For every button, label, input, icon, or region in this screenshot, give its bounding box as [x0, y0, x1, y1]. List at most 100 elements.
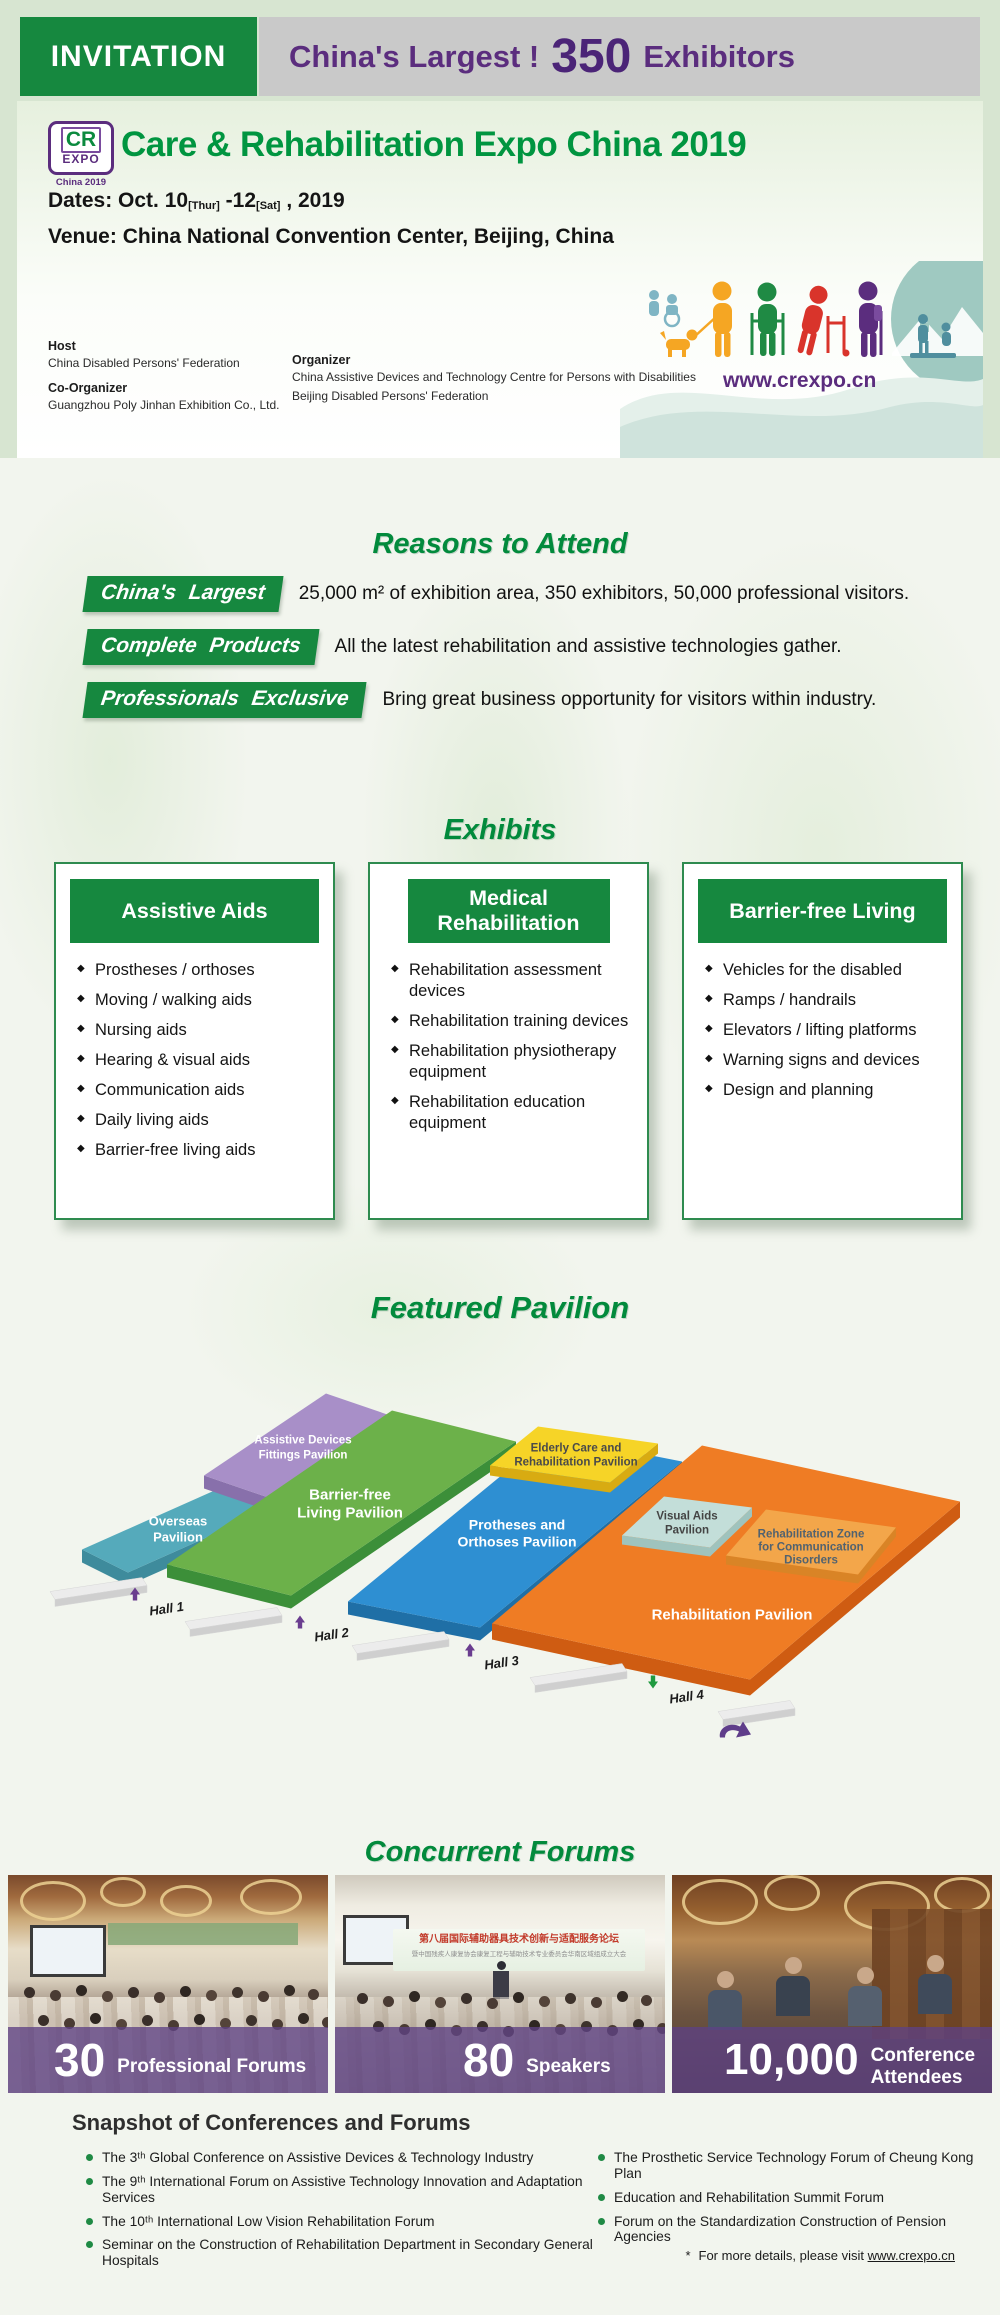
wheelchair-child-icon	[649, 290, 681, 328]
elderly-care-label: Rehabilitation Pavilion	[514, 1457, 637, 1469]
forum-photo-3: 10,000 Conference Attendees	[672, 1875, 992, 2093]
card-title: Barrier-free Living	[698, 879, 947, 943]
list-item: Barrier-free living aids	[77, 1140, 323, 1161]
communication-zone-label: for Communication	[758, 1542, 863, 1554]
rehabilitation-label: Rehabilitation Pavilion	[652, 1607, 813, 1624]
date-start: Oct. 10	[118, 189, 189, 212]
hero-panel: CR EXPO China 2019 Care & Rehabilitation…	[17, 101, 983, 458]
snapshot-item: Education and Rehabilitation Summit Foru…	[598, 2190, 990, 2206]
banner-subtitle: 暨中国残疾人康复协会康复工程与辅助技术专业委员会华南区域组成立大会	[411, 1951, 627, 1958]
chandelier-icon	[682, 1879, 758, 1925]
treadmill-figures-icon	[910, 314, 956, 358]
pavilion-heading: Featured Pavilion	[370, 1290, 630, 1325]
protheses-label: Protheses and	[469, 1517, 565, 1533]
elderly-care-box	[490, 1426, 658, 1483]
chandelier-icon	[934, 1877, 990, 1913]
elderly-care-box-side	[490, 1443, 658, 1493]
exit-curved-arrow	[719, 1721, 751, 1738]
list-item: Design and planning	[705, 1080, 951, 1101]
accessibility-illustration	[620, 261, 983, 458]
host-value: China Disabled Persons' Federation	[48, 356, 240, 370]
banner-suffix: Exhibitors	[643, 38, 795, 74]
person-orange-icon	[712, 281, 732, 357]
reason-text: Bring great business opportunity for vis…	[382, 689, 877, 710]
communication-zone-label: Rehabilitation Zone	[758, 1529, 865, 1541]
forum-photos-row: 30 Professional Forums 第八届国际辅助器具技术创新与适配服…	[8, 1875, 992, 2093]
date-end: -12	[219, 189, 257, 212]
stat-label: Conference Attendees	[870, 2045, 976, 2088]
chandelier-icon	[764, 1875, 820, 1911]
organizer-label: Organizer	[292, 353, 351, 367]
audience-heads	[38, 2015, 49, 2026]
audience-heads	[24, 1987, 35, 1998]
podium	[493, 1971, 509, 1999]
communication-zone-box-side	[726, 1527, 896, 1584]
stat-label: Professional Forums	[117, 2056, 307, 2077]
stat-overlay: 80 Speakers	[335, 2027, 665, 2093]
snapshot-item: The 10ᵗʰ International Low Vision Rehabi…	[86, 2214, 606, 2230]
banner-prefix: China's Largest !	[289, 38, 540, 74]
hall-2-label: Hall 2	[313, 1625, 350, 1645]
person-green-icon	[750, 282, 785, 356]
forum-photo-2: 第八届国际辅助器具技术创新与适配服务论坛 暨中国残疾人康复协会康复工程与辅助技术…	[335, 1875, 665, 2093]
banner-title: 第八届国际辅助器具技术创新与适配服务论坛	[419, 1934, 619, 1945]
projection-screen	[30, 1925, 106, 1977]
invitation-badge: INVITATION	[20, 17, 257, 96]
list-item: Moving / walking aids	[77, 990, 323, 1011]
list-item: Daily living aids	[77, 1110, 323, 1131]
hall-3-label: Hall 3	[483, 1653, 520, 1673]
attendee-figure	[708, 1971, 742, 2030]
card-list: Prostheses / orthoses Moving / walking a…	[77, 960, 323, 1161]
hall-1-label: Hall 1	[148, 1599, 184, 1619]
reason-badge: Complete Products	[82, 629, 320, 665]
stat-label: Speakers	[526, 2056, 611, 2077]
person-red-walker-icon	[797, 285, 850, 357]
worldmap-blob	[180, 1180, 600, 1440]
wave-front	[620, 401, 983, 458]
barrier-free-label: Barrier-free	[309, 1487, 391, 1504]
venue-line: Venue: China National Convention Center,…	[48, 225, 614, 248]
date-end-day: [Sat]	[256, 200, 281, 212]
barrier-free-pavilion	[167, 1410, 516, 1596]
reasons-heading: Reasons to Attend	[372, 528, 628, 560]
visual-aids-label: Visual Aids	[656, 1511, 717, 1523]
logo-expo-text: EXPO	[62, 152, 100, 167]
organizer-value-1: China Assistive Devices and Technology C…	[292, 370, 696, 384]
pavilion-floor-map: Assistive Devices Fittings Pavilion Over…	[49, 1393, 960, 1738]
communication-zone-box	[726, 1509, 896, 1575]
co-organizer-value: Guangzhou Poly Jinhan Exhibition Co., Lt…	[48, 398, 280, 412]
snapshot-item: The 3ᵗʰ Global Conference on Assistive D…	[86, 2150, 606, 2166]
footnote-website-link[interactable]: www.crexpo.cn	[867, 2248, 955, 2263]
dates-line: Dates: Oct. 10[Thur] -12[Sat] , 2019	[48, 189, 345, 213]
list-item: Elevators / lifting platforms	[705, 1020, 951, 1041]
forum-banner: 第八届国际辅助器具技术创新与适配服务论坛 暨中国残疾人康复协会康复工程与辅助技术…	[393, 1929, 645, 1971]
overseas-label: Overseas	[149, 1514, 208, 1529]
dog-leash	[693, 316, 717, 338]
snapshot-left-column: The 3ᵗʰ Global Conference on Assistive D…	[86, 2150, 606, 2277]
protheses-label: Orthoses Pavilion	[457, 1534, 576, 1550]
list-item: Ramps / handrails	[705, 990, 951, 1011]
hall-entrance-steps	[49, 1577, 796, 1727]
communication-zone-label: Disorders	[784, 1555, 838, 1567]
snapshot-item: The Prosthetic Service Technology Forum …	[598, 2150, 990, 2182]
barrier-free-label: Living Pavilion	[297, 1505, 403, 1522]
visual-aids-box	[622, 1496, 752, 1548]
list-item: Communication aids	[77, 1080, 323, 1101]
reason-row: China's Largest 25,000 m² of exhibition …	[82, 574, 910, 614]
reason-text: 25,000 m² of exhibition area, 350 exhibi…	[298, 583, 910, 604]
list-item: Warning signs and devices	[705, 1050, 951, 1071]
list-item: Vehicles for the disabled	[705, 960, 951, 981]
attendee-figure	[848, 1967, 882, 2026]
person-purple-icon	[858, 281, 883, 357]
card-list: Rehabilitation assessment devices Rehabi…	[391, 960, 637, 1134]
reason-badge: China's Largest	[82, 576, 284, 612]
assistive-fittings-pavilion	[204, 1393, 402, 1502]
list-item: Rehabilitation assessment devices	[391, 960, 637, 1002]
attendee-figure	[918, 1955, 952, 2014]
website-link[interactable]: www.crexpo.cn	[723, 369, 877, 392]
date-year: , 2019	[280, 189, 345, 212]
list-item: Hearing & visual aids	[77, 1050, 323, 1071]
guide-dog-icon	[660, 329, 698, 357]
stat-number: 10,000	[724, 2035, 859, 2084]
